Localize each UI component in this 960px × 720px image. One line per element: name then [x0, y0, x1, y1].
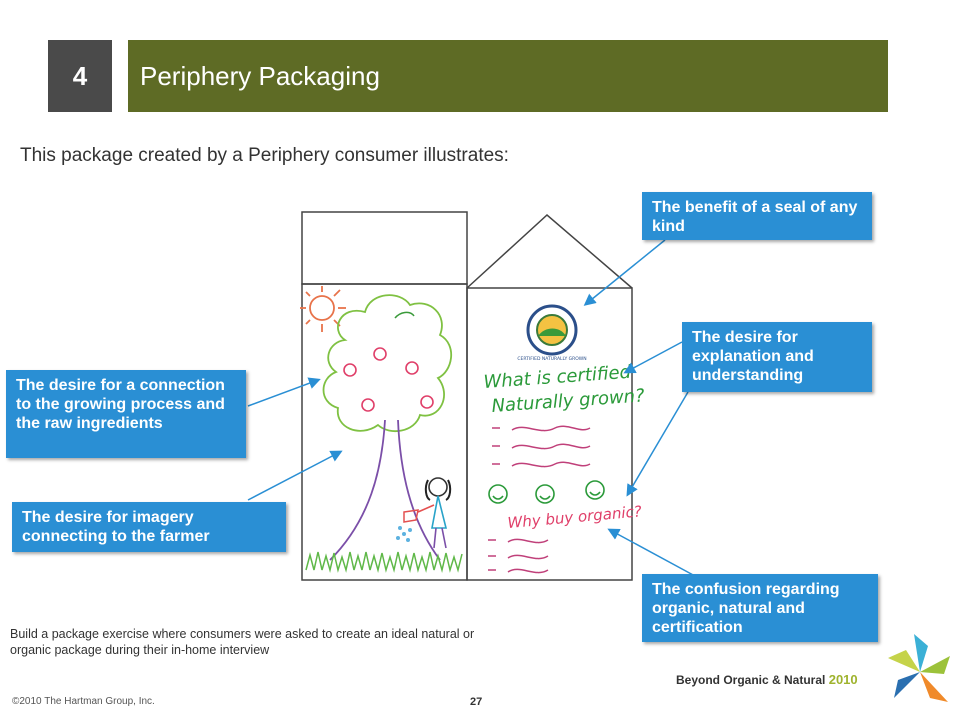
- exercise-caption: Build a package exercise where consumers…: [10, 627, 475, 657]
- text-lines-upper: [492, 425, 591, 468]
- arrow-seal: [583, 239, 666, 306]
- smiley-faces: [488, 480, 605, 504]
- arrow-connection: [247, 377, 321, 407]
- tree-icon: [322, 294, 452, 561]
- arrow-explanation-2: [626, 391, 689, 497]
- footer-copyright: ©2010 The Hartman Group, Inc.: [12, 696, 155, 707]
- slide-subtitle: This package created by a Periphery cons…: [20, 145, 509, 166]
- callout-seal: The benefit of a seal of any kind: [642, 192, 872, 240]
- arrow-imagery: [247, 450, 343, 501]
- package-side-panel: [466, 287, 633, 581]
- callout-confusion: The confusion regarding organic, natural…: [642, 574, 878, 642]
- brand-text: Beyond Organic & Natural: [676, 673, 826, 687]
- brand-year: 2010: [828, 672, 858, 687]
- slide-title: Periphery Packaging: [128, 40, 888, 112]
- sun-icon: [300, 286, 346, 332]
- callout-explanation: The desire for explanation and understan…: [682, 322, 872, 392]
- arrow-explanation: [623, 341, 683, 374]
- certified-seal-icon: CERTIFIED NATURALLY GROWN: [517, 304, 587, 362]
- seal-text: CERTIFIED NATURALLY GROWN: [517, 356, 586, 362]
- grass-icon: [305, 551, 463, 573]
- farmer-figure: [396, 477, 452, 549]
- package-top-flap: [301, 211, 468, 285]
- drawing-why-text: Why buy organic?: [507, 502, 643, 532]
- arrow-confusion: [607, 528, 696, 577]
- page-number: 27: [470, 696, 483, 708]
- callout-imagery: The desire for imagery connecting to the…: [12, 502, 286, 552]
- text-lines-lower: [488, 538, 549, 574]
- pinwheel-logo-icon: [888, 634, 950, 702]
- package-roof: [466, 213, 633, 289]
- slide-number: 4: [48, 40, 112, 112]
- footer-brand: Beyond Organic & Natural 2010: [676, 672, 858, 687]
- callout-connection: The desire for a connection to the growi…: [6, 370, 246, 458]
